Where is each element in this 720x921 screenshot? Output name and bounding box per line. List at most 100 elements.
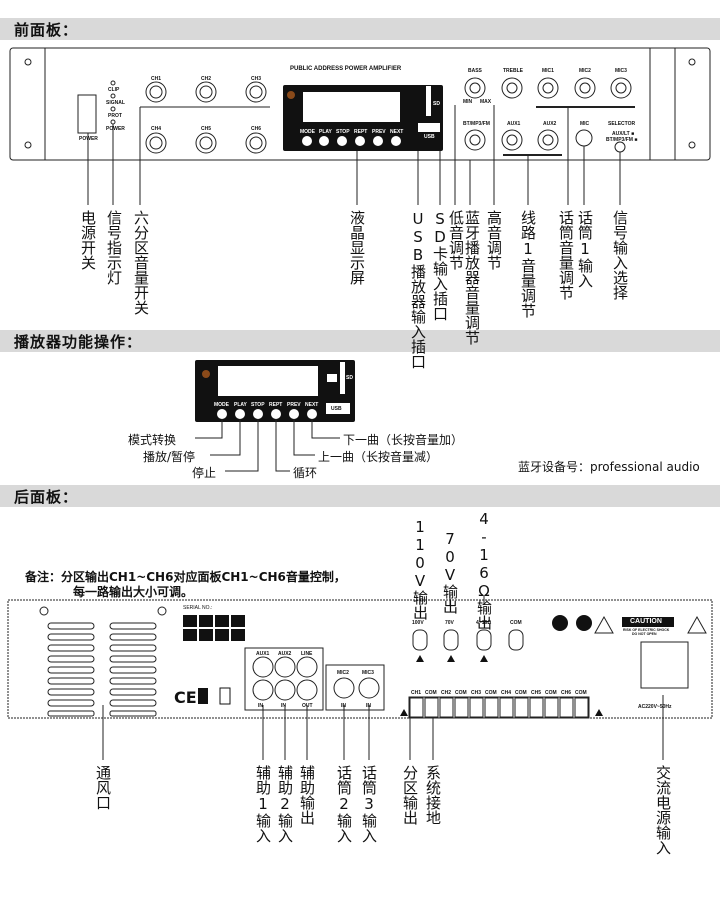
player-label-stop: 停止 bbox=[192, 466, 217, 480]
label-aux2-input: 辅助2输入 bbox=[276, 765, 294, 843]
terminal-label: COM bbox=[425, 690, 437, 696]
led-label: POWER bbox=[106, 126, 125, 132]
label-zone-volume: 六分区音量开关 bbox=[132, 210, 150, 315]
label-lcd: 液晶显示屏 bbox=[348, 210, 366, 285]
label-signal-led: 信号指示灯 bbox=[105, 210, 123, 285]
label-ac-input: 交流电源输入 bbox=[654, 765, 672, 855]
stop-button[interactable]: STOP bbox=[251, 402, 265, 408]
label-bass: 低音调节 bbox=[447, 210, 465, 270]
max-label: MAX bbox=[480, 99, 492, 105]
channel-label: CH4 bbox=[151, 126, 162, 132]
led-label: SIGNAL bbox=[106, 100, 125, 106]
channel-label: CH6 bbox=[251, 126, 262, 132]
channel-label: CH2 bbox=[201, 76, 212, 82]
usb-port[interactable]: USB bbox=[424, 134, 435, 140]
mic-jack-label: MIC2 bbox=[337, 670, 349, 676]
terminal-label: COM bbox=[515, 690, 527, 696]
player-label-repeat: 循环 bbox=[293, 466, 318, 480]
knob-label: BT/MP3/FM bbox=[463, 121, 490, 127]
label-usb: USB播放器输入插口 bbox=[409, 210, 427, 369]
label-input-select: 信号输入选择 bbox=[611, 210, 629, 300]
player-label-play: 播放/暂停 bbox=[143, 450, 196, 464]
label-mic3-input: 话筒3输入 bbox=[360, 765, 378, 843]
power-label: POWER bbox=[79, 136, 98, 142]
rear-panel bbox=[7, 599, 713, 719]
label-line1-volume: 线路1音量调节 bbox=[519, 210, 537, 318]
ce-mark: CE bbox=[174, 688, 197, 707]
power-switch bbox=[77, 94, 97, 134]
terminal-label: COM bbox=[485, 690, 497, 696]
sd-slot[interactable]: SD bbox=[346, 375, 353, 381]
next-button[interactable]: NEXT bbox=[305, 402, 319, 408]
output-label: 4~16Ω bbox=[476, 620, 492, 626]
knob-label: BASS bbox=[468, 68, 482, 74]
rept-button[interactable]: REPT bbox=[354, 129, 368, 135]
terminal-block bbox=[408, 696, 590, 719]
mode-button[interactable]: MODE bbox=[214, 402, 229, 408]
player-label-next: 下一曲（长按音量加） bbox=[343, 433, 464, 447]
min-label: MIN bbox=[463, 99, 473, 105]
section-title: 播放器功能操作： bbox=[14, 333, 143, 351]
mic-jack-dir: IN bbox=[366, 703, 371, 709]
terminal-label: CH1 bbox=[411, 690, 422, 696]
aux-jack-label: LINE bbox=[301, 651, 313, 657]
note-line: 备注：分区输出CH1~CH6对应面板CH1~CH6音量控制， bbox=[25, 570, 346, 584]
caution-sub: DO NOT OPEN bbox=[632, 632, 657, 636]
play-button[interactable]: PLAY bbox=[319, 129, 332, 135]
label-vent: 通风口 bbox=[94, 765, 112, 810]
output-label: 100V bbox=[412, 620, 424, 626]
channel-label: CH3 bbox=[251, 76, 262, 82]
label-mic2-input: 话筒2输入 bbox=[335, 765, 353, 843]
sd-slot[interactable]: SD bbox=[433, 101, 440, 107]
channel-label: CH1 bbox=[151, 76, 162, 82]
mode-button[interactable]: MODE bbox=[300, 129, 315, 135]
led-label: PROT bbox=[108, 113, 122, 119]
label-mic-volume: 话筒音量调节 bbox=[557, 210, 575, 300]
play-button[interactable]: PLAY bbox=[234, 402, 247, 408]
knob-label: MIC1 bbox=[542, 68, 554, 74]
label-aux-output: 辅助输出 bbox=[298, 765, 316, 825]
channel-label: CH5 bbox=[201, 126, 212, 132]
terminal-label: COM bbox=[455, 690, 467, 696]
section-header-rear: 后面板： bbox=[0, 485, 720, 507]
ac-label: AC220V~50Hz bbox=[638, 704, 672, 710]
section-title: 后面板： bbox=[14, 488, 79, 506]
label-bt-volume: 蓝牙播放器音量调节 bbox=[463, 210, 481, 345]
next-button[interactable]: NEXT bbox=[390, 129, 404, 135]
led-label: CLIP bbox=[108, 87, 120, 93]
player-label-prev: 上一曲（长按音量减） bbox=[318, 450, 439, 464]
knob-label: MIC3 bbox=[615, 68, 627, 74]
stop-button[interactable]: STOP bbox=[336, 129, 350, 135]
note-line: 每一路输出大小可调。 bbox=[73, 585, 194, 599]
label-4-16ohm-output: 4-16Ω输出 bbox=[475, 510, 493, 630]
label-110v-output: 110V输出 bbox=[411, 518, 429, 620]
label-zone-output: 分区输出 bbox=[401, 765, 419, 825]
aux-jack-label: AUX2 bbox=[278, 651, 292, 657]
prev-button[interactable]: PREV bbox=[372, 129, 386, 135]
player-label-mode: 模式转换 bbox=[128, 433, 177, 447]
selector-label: SELECTOR bbox=[608, 121, 636, 127]
label-ground: 系统接地 bbox=[424, 765, 442, 825]
usb-port[interactable]: USB bbox=[331, 406, 342, 412]
label-sd: SD卡输入插口 bbox=[431, 210, 449, 321]
aux-jack-dir: IN bbox=[258, 703, 263, 709]
mic-jack-dir: IN bbox=[341, 703, 346, 709]
front-panel bbox=[9, 47, 711, 161]
section-header-player: 播放器功能操作： bbox=[0, 330, 720, 352]
label-power-switch: 电源开关 bbox=[79, 210, 97, 270]
knob-label: TREBLE bbox=[503, 68, 523, 74]
section-title: 前面板： bbox=[14, 21, 79, 39]
panel-title: PUBLIC ADDRESS POWER AMPLIFIER bbox=[290, 66, 402, 72]
serial-blocks bbox=[183, 615, 674, 716]
channel-knobs bbox=[145, 81, 267, 154]
terminal-label: CH4 bbox=[501, 690, 512, 696]
mic-jack-label: MIC3 bbox=[362, 670, 374, 676]
label-mic1-input: 话筒1输入 bbox=[576, 210, 594, 288]
aux-jack-label: AUX1 bbox=[256, 651, 270, 657]
prev-button[interactable]: PREV bbox=[287, 402, 301, 408]
aux-jack-dir: IN bbox=[281, 703, 286, 709]
label-aux1-input: 辅助1输入 bbox=[254, 765, 272, 843]
rept-button[interactable]: REPT bbox=[269, 402, 283, 408]
